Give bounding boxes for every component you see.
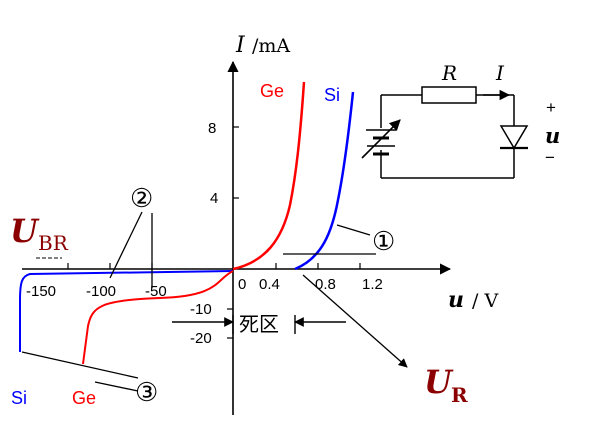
threshold-arrow — [302, 274, 408, 368]
circuit-voltage-label: u — [545, 123, 560, 148]
y-tick-label-8: 8 — [208, 120, 216, 137]
diode-icon — [499, 125, 529, 150]
annotation-3-leader-a — [21, 351, 139, 379]
ge-reverse-curve — [82, 270, 234, 365]
x-tick-marks — [67, 263, 361, 269]
circuit-current-label: I — [495, 61, 505, 85]
dead-zone-label: 死区 — [239, 312, 279, 336]
variable-source-icon — [361, 119, 401, 159]
annotation-2-leader-a — [109, 211, 143, 279]
resistor-label: R — [441, 61, 457, 85]
ge-curve-label-bottom: Ge — [72, 388, 96, 408]
x-tick-label-minus50: -50 — [145, 283, 167, 300]
annotation-3-leader-b — [94, 381, 139, 392]
threshold-voltage-symbol: U — [424, 363, 454, 401]
y-tick-marks — [227, 126, 239, 339]
si-reverse-curve — [19, 270, 234, 352]
dead-zone-marker — [172, 315, 346, 334]
annotation-1-leader — [336, 224, 371, 236]
x-tick-label-0.4: 0.4 — [259, 276, 280, 293]
ge-curve-label-top: Ge — [260, 81, 284, 101]
x-tick-label-minus100: -100 — [86, 283, 116, 300]
x-tick-label-minus150: -150 — [26, 283, 56, 300]
voltage-axis-var: u — [448, 287, 464, 313]
circuit-wires — [380, 94, 515, 179]
annotation-2: ② — [130, 184, 153, 214]
si-forward-curve — [294, 91, 355, 271]
breakdown-voltage-subscript: BR — [38, 231, 69, 255]
threshold-voltage-subscript: R — [451, 383, 468, 407]
annotation-3: ③ — [135, 378, 158, 408]
y-tick-label-minus10: -10 — [190, 301, 212, 318]
current-axis-var: I — [235, 33, 246, 58]
annotation-1: ① — [372, 227, 395, 257]
x-tick-label-0: 0 — [238, 276, 246, 293]
ge-forward-curve — [232, 81, 306, 271]
circuit-plus: + — [546, 98, 556, 117]
circuit-minus: − — [545, 148, 555, 167]
si-curve-label-bottom: Si — [11, 388, 27, 408]
resistor-icon — [421, 86, 477, 104]
si-curve-label-top: Si — [324, 85, 340, 105]
current-axis-unit: /mA — [252, 35, 290, 57]
breakdown-voltage-symbol: U — [10, 212, 40, 250]
voltage-axis-unit: / V — [472, 290, 498, 312]
x-tick-label-1.2: 1.2 — [362, 276, 383, 293]
y-tick-label-minus20: -20 — [190, 330, 212, 347]
x-tick-label-0.8: 0.8 — [315, 276, 336, 293]
y-tick-label-4: 4 — [210, 190, 218, 207]
